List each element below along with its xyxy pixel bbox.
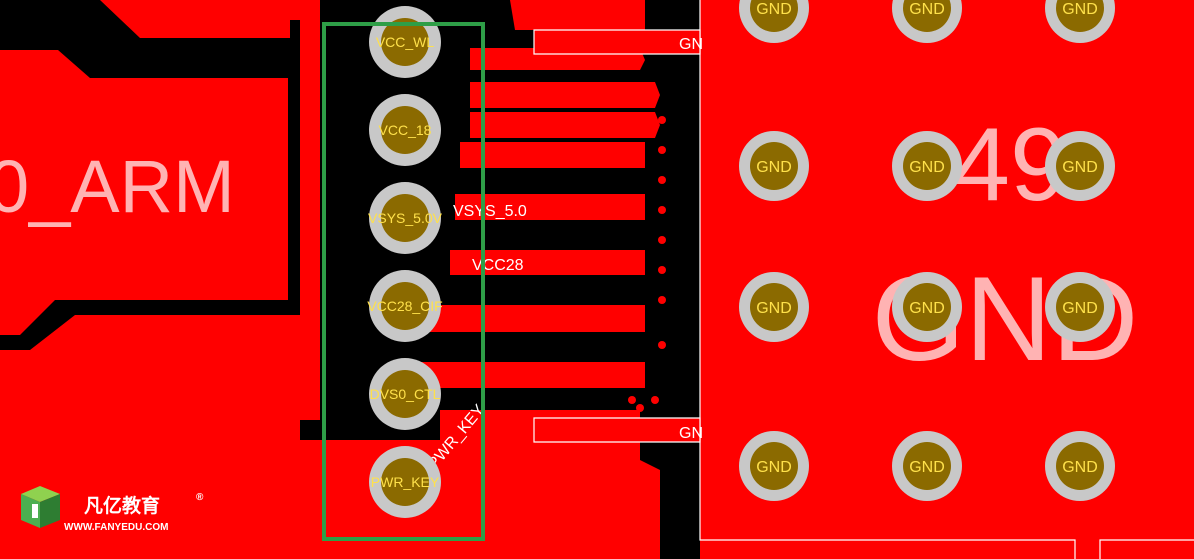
connector-component-outline[interactable] — [322, 22, 485, 541]
gnd-pad-label: GND — [756, 1, 792, 18]
gnd-pad[interactable]: GND — [739, 272, 809, 342]
gnd-pad-grid: GND GND GND GND GND GND GND GND GND GND GND GND — [739, 0, 1115, 501]
connector-pad-label: VSYS_5.0V — [368, 210, 443, 226]
gnd-pad[interactable]: GND — [892, 131, 962, 201]
left-copper-pour — [0, 0, 660, 559]
connector-pad[interactable]: VCC_18 — [369, 94, 441, 166]
gnd-pad-label: GND — [1062, 1, 1098, 18]
gnd-pad-label: GND — [909, 459, 945, 476]
gnd-pad[interactable]: GND — [1045, 272, 1115, 342]
gnd-pad-label: GND — [909, 159, 945, 176]
gnd-top-tab-label: GN — [679, 36, 703, 53]
connector-pad-label: VCC_18 — [379, 122, 432, 138]
gnd-pad[interactable]: GND — [1045, 131, 1115, 201]
gnd-pad-label: GND — [756, 300, 792, 317]
logo-url: WWW.FANYEDU.COM — [64, 522, 168, 533]
gnd-pad[interactable]: GND — [892, 0, 962, 43]
gnd-bottom-tab-label: GN — [679, 425, 703, 442]
net-label-vcc28: VCC28 — [472, 257, 524, 274]
connector-pad-label: VCC_WL — [376, 34, 435, 50]
gnd-pad-label: GND — [756, 159, 792, 176]
connector-pad[interactable]: VSYS_5.0V — [368, 182, 443, 254]
gnd-pad-label: GND — [1062, 159, 1098, 176]
net-label-vsys: VSYS_5.0 — [453, 203, 527, 220]
logo-name: 凡亿教育 — [84, 494, 160, 517]
gnd-net-tabs: GN GN — [533, 29, 703, 443]
gnd-pad-label: GND — [909, 1, 945, 18]
gnd-pad-label: GND — [1062, 459, 1098, 476]
brand-logo: 凡亿教育 ® WWW.FANYEDU.COM — [21, 486, 204, 533]
gnd-pad-label: GND — [756, 459, 792, 476]
gnd-pad[interactable]: GND — [739, 131, 809, 201]
gnd-pad-label: GND — [1062, 300, 1098, 317]
gnd-pad[interactable]: GND — [739, 431, 809, 501]
gnd-pad[interactable]: GND — [892, 431, 962, 501]
connector-pad-label: PWR_KEY — [371, 474, 440, 490]
gnd-pad[interactable]: GND — [1045, 0, 1115, 43]
logo-registered-mark: ® — [196, 492, 204, 503]
connector-pad[interactable]: DVS0_CTL — [369, 358, 441, 430]
gnd-pad-label: GND — [909, 300, 945, 317]
gnd-pad[interactable]: GND — [739, 0, 809, 43]
connector-pad[interactable]: VCC_WL — [369, 6, 441, 78]
left-region-label: 0_ARM — [0, 145, 235, 228]
traces — [420, 48, 660, 440]
gnd-pad[interactable]: GND — [1045, 431, 1115, 501]
cube-logo-icon — [21, 486, 60, 528]
connector-pad-label: VCC28_CIF — [367, 298, 442, 314]
connector-pad-label: DVS0_CTL — [370, 386, 441, 402]
via-dots — [628, 116, 666, 412]
connector-pad[interactable]: VCC28_CIF — [367, 270, 443, 342]
connector-pad[interactable]: PWR_KEY — [369, 446, 441, 518]
gnd-pad[interactable]: GND — [892, 272, 962, 342]
